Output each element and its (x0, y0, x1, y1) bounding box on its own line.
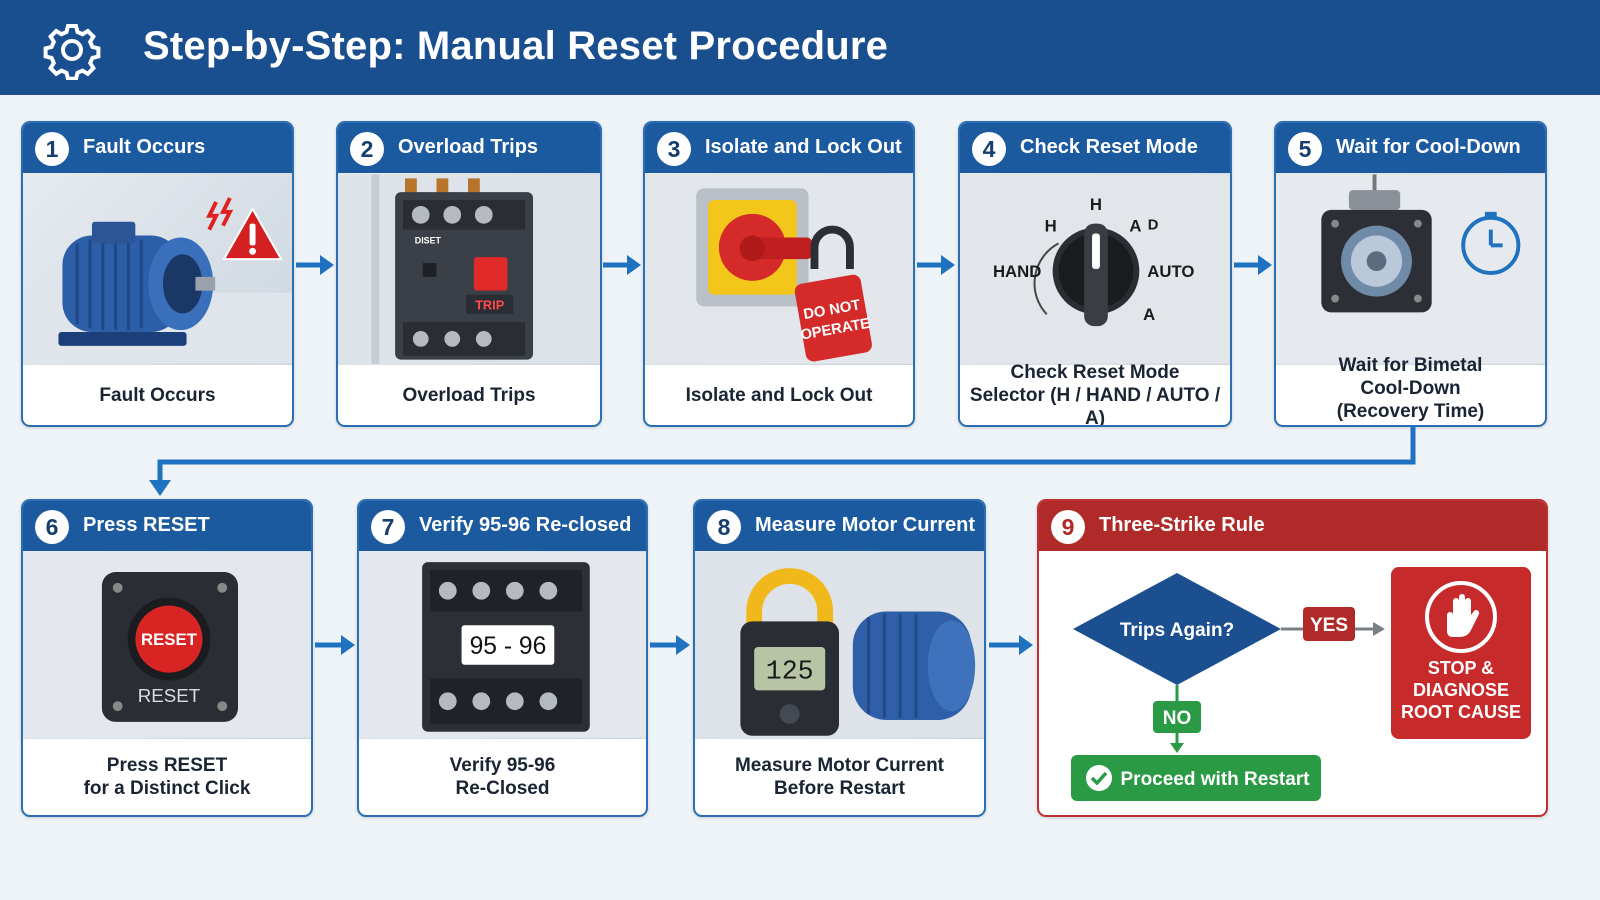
step-number: 7 (371, 510, 405, 544)
step-number: 3 (657, 132, 691, 166)
step-card-7: 7 Verify 95-96 Re-closed 95 - 96 Verify … (357, 499, 648, 817)
page-title: Step-by-Step: Manual Reset Procedure (143, 24, 889, 68)
flow-arrow-1-2 (296, 255, 334, 275)
mode-hand-label: HAND (993, 262, 1041, 281)
step-header: 1 Fault Occurs (23, 123, 292, 173)
step-card-3: 3 Isolate and Lock Out DO NOT OPERATE Is… (643, 121, 915, 427)
step-card-6: 6 Press RESET RESET RESET Press RESET fo… (21, 499, 313, 817)
decision-question: Trips Again? (1120, 620, 1234, 641)
flow-arrow-2-3 (603, 255, 641, 275)
flow-arrow-8-9 (989, 635, 1033, 655)
flow-arrow-3-4 (917, 255, 955, 275)
contact-95-96-label: 95 - 96 (470, 633, 547, 660)
reset-plate-label: RESET (138, 685, 200, 706)
step-header: 6 Press RESET (23, 501, 311, 551)
no-label: NO (1163, 708, 1192, 729)
stop-hand-icon (1425, 581, 1497, 653)
step-header: 2 Overload Trips (338, 123, 600, 173)
step-caption: Overload Trips (402, 384, 536, 406)
step-card-2: 2 Overload Trips DISET TRIP Overload Tri… (336, 121, 602, 427)
overload-relay-image: DISET TRIP (338, 173, 600, 365)
motor-fault-image (23, 173, 292, 365)
flow-connector-5-6 (149, 426, 1416, 496)
step-title: Overload Trips (398, 136, 539, 158)
clamp-meter-image: 125 (695, 551, 984, 739)
step-header: 8 Measure Motor Current (695, 501, 984, 551)
flow-arrow-7-8 (650, 635, 690, 655)
mode-d-label: D (1148, 218, 1159, 234)
step-title: Wait for Cool-Down (1336, 136, 1521, 158)
mode-a2-label: A (1143, 305, 1155, 324)
step-caption: Press RESET for a Distinct Click (83, 755, 251, 799)
bimetal-relay-image (1276, 173, 1545, 365)
mode-h2-label: H (1045, 217, 1057, 236)
step-title: Press RESET (83, 514, 210, 536)
step-caption: Wait for Bimetal Cool-Down (Recovery Tim… (1336, 354, 1485, 422)
contact-terminals-image: 95 - 96 (359, 551, 646, 739)
step-header: 5 Wait for Cool-Down (1276, 123, 1545, 173)
lockout-padlock-image: DO NOT OPERATE (645, 173, 913, 365)
step-caption: Measure Motor Current Before Restart (734, 755, 945, 799)
step-header: 4 Check Reset Mode (960, 123, 1230, 173)
page-header: Step-by-Step: Manual Reset Procedure (0, 0, 1600, 95)
proceed-label: Proceed with Restart (1121, 769, 1311, 790)
no-badge (1153, 701, 1201, 733)
step-header: 9 Three-Strike Rule (1039, 501, 1546, 551)
step-title: Check Reset Mode (1020, 136, 1198, 158)
meter-reading: 125 (766, 657, 814, 687)
step-card-5: 5 Wait for Cool-Down Wait for Bimetal Co… (1274, 121, 1547, 427)
yes-badge (1303, 607, 1355, 641)
flow-arrow-4-5 (1234, 255, 1272, 275)
step-number: 1 (35, 132, 69, 166)
step-number: 4 (972, 132, 1006, 166)
step-header: 3 Isolate and Lock Out (645, 123, 913, 173)
step-title: Measure Motor Current (755, 514, 976, 536)
step-header: 7 Verify 95-96 Re-closed (359, 501, 646, 551)
proceed-with-restart-box (1071, 755, 1321, 801)
relay-brand-label: DISET (415, 235, 442, 245)
step-caption: Fault Occurs (99, 384, 216, 406)
step-caption: Check Reset Mode Selector (H / HAND / AU… (969, 361, 1221, 427)
reset-button-image: RESET RESET (23, 551, 311, 739)
gear-icon (43, 24, 101, 80)
step-title: Three-Strike Rule (1099, 514, 1265, 536)
step-card-8: 8 Measure Motor Current 125 Measure Moto… (693, 499, 986, 817)
step-number: 9 (1051, 510, 1085, 544)
step-title: Fault Occurs (83, 136, 206, 158)
selector-switch-image: H H A D HAND AUTO A (960, 173, 1230, 365)
step-card-4: 4 Check Reset Mode H H A D HAND AUTO A C… (958, 121, 1232, 427)
step-title: Isolate and Lock Out (705, 136, 902, 158)
step-title: Verify 95-96 Re-closed (419, 514, 632, 536)
three-strike-rule-card: 9 Three-Strike Rule Trips Again? YES NO … (1037, 499, 1548, 817)
flow-arrow-6-7 (315, 635, 355, 655)
step-caption: Verify 95-96 Re-Closed (449, 755, 556, 799)
step-card-1: 1 Fault Occurs Fault Occurs (21, 121, 294, 427)
yes-label: YES (1310, 615, 1348, 636)
decision-diamond (1073, 573, 1281, 685)
step-number: 6 (35, 510, 69, 544)
mode-a-label: A (1129, 217, 1141, 236)
trip-label: TRIP (475, 297, 505, 312)
clock-icon (1461, 211, 1521, 275)
decision-flow: Trips Again? YES NO Proceed with Restart (1071, 567, 1531, 801)
step-number: 2 (350, 132, 384, 166)
mode-auto-label: AUTO (1147, 262, 1194, 281)
reset-button-label: RESET (141, 630, 198, 649)
mode-h-label: H (1090, 195, 1102, 214)
step-caption: Isolate and Lock Out (685, 384, 873, 406)
stop-diagnose-label: STOP & DIAGNOSE ROOT CAUSE (1400, 658, 1521, 722)
check-circle-icon (1086, 765, 1112, 791)
step-number: 5 (1288, 132, 1322, 166)
step-number: 8 (707, 510, 741, 544)
